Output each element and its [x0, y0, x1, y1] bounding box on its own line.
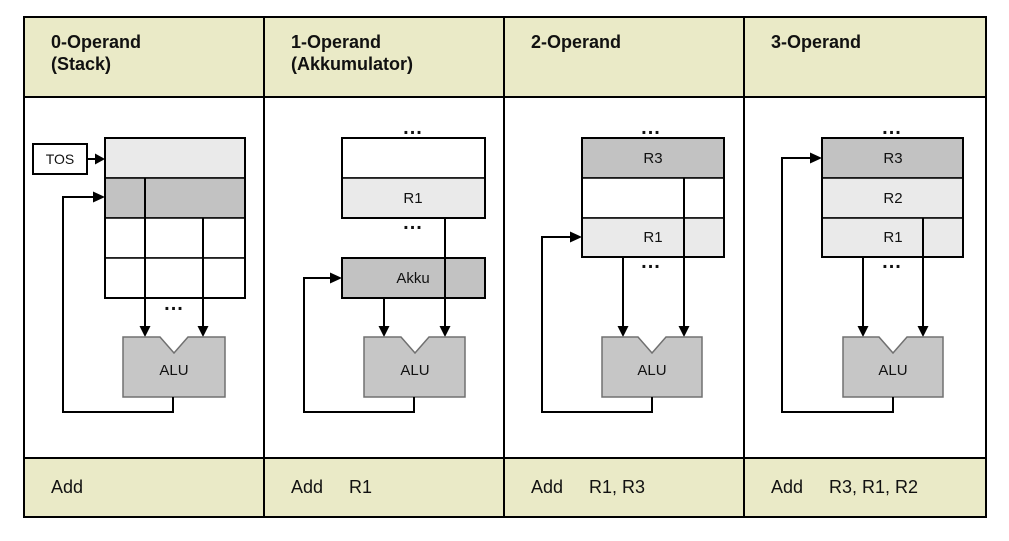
arrowhead-icon [139, 326, 151, 337]
stack-cell-2 [104, 177, 246, 219]
arrowhead-icon [197, 326, 209, 337]
header-line1: 1-Operand [291, 32, 382, 52]
register-cell-r1 [821, 217, 964, 258]
instruction-mnemonic: Add [771, 477, 804, 497]
register-file-outline [821, 137, 964, 258]
register-label-r3: R3 [883, 150, 902, 167]
alu-label: ALU [637, 362, 666, 379]
stack-cell-3 [104, 217, 246, 259]
tos-box [32, 143, 88, 175]
instruction-mnemonic: Add [291, 477, 324, 497]
instruction-cell-0-operand: Add [25, 457, 265, 516]
column-header-0-operand: 0-Operand (Stack) [25, 18, 265, 98]
instruction-cell-2-operand: Add R1, R3 [505, 457, 745, 516]
instruction-mnemonic: Add [51, 477, 84, 497]
feedback-arrowhead-icon [330, 272, 342, 284]
three-operand-architecture-diagram: ... R3 R2 R1 ... ALU [781, 117, 964, 413]
register-cell [341, 137, 486, 179]
result-feedback-path [62, 196, 174, 413]
alu-label: ALU [878, 362, 907, 379]
header-line2: (Stack) [51, 54, 112, 74]
diagram-cell-3-operand: ... R3 R2 R1 ... ALU [745, 98, 985, 457]
arrowhead-icon [439, 326, 451, 337]
alu-box [363, 336, 466, 398]
diagram-cell-0-operand: TOS ... ALU [25, 98, 265, 457]
result-feedback-path [541, 236, 653, 413]
column-header-3-operand: 3-Operand [745, 18, 985, 98]
feedback-arrowhead-icon [570, 231, 582, 243]
register-label-r1: R1 [883, 229, 902, 246]
akku-label: Akku [396, 270, 429, 287]
result-feedback-path [781, 157, 894, 413]
column-header-1-operand: 1-Operand (Akkumulator) [265, 18, 505, 98]
result-feedback-path [303, 277, 415, 413]
instruction-cell-3-operand: Add R3, R1, R2 [745, 457, 985, 516]
register-label-r2: R2 [883, 190, 902, 207]
ellipsis: ... [882, 117, 902, 139]
tos-arrowhead-icon [95, 153, 105, 165]
register-cell [581, 177, 725, 219]
arrowhead-icon [917, 326, 929, 337]
operand-architecture-table: 0-Operand (Stack) 1-Operand (Akkumulator… [23, 16, 987, 518]
ellipsis: ... [164, 293, 184, 315]
ellipsis: ... [641, 117, 661, 139]
instruction-cell-1-operand: Add R1 [265, 457, 505, 516]
register-label-r3: R3 [643, 150, 662, 167]
feedback-arrowhead-icon [93, 191, 105, 203]
tos-label: TOS [46, 151, 75, 167]
feedback-arrowhead-icon [810, 152, 822, 164]
header-line1: 3-Operand [771, 32, 862, 52]
instruction-operands: R3, R1, R2 [829, 477, 919, 497]
instruction-operands: R1 [349, 477, 373, 497]
register-file-outline [341, 137, 486, 219]
stack-cell-4 [104, 257, 246, 299]
ellipsis: ... [641, 251, 661, 273]
register-cell-r3 [581, 137, 725, 179]
stack-outline [104, 137, 246, 299]
alu-box [601, 336, 703, 398]
instruction-operands: R1, R3 [589, 477, 646, 497]
diagram-cell-1-operand: ... R1 ... Akku ALU [265, 98, 505, 457]
register-label-r1: R1 [643, 229, 662, 246]
header-line1: 2-Operand [531, 32, 622, 52]
instruction-mnemonic: Add [531, 477, 564, 497]
header-line1: 0-Operand [51, 32, 142, 52]
column-header-2-operand: 2-Operand [505, 18, 745, 98]
diagram-cell-2-operand: ... R3 R1 ... ALU [505, 98, 745, 457]
alu-label: ALU [159, 362, 188, 379]
arrowhead-icon [378, 326, 390, 337]
arrowhead-icon [857, 326, 869, 337]
register-label-r1: R1 [403, 190, 422, 207]
arrowhead-icon [617, 326, 629, 337]
two-operand-architecture-diagram: ... R3 R1 ... ALU [541, 117, 725, 413]
register-file-outline [581, 137, 725, 258]
stack-cell-tos [104, 137, 246, 179]
stack-architecture-diagram: TOS ... ALU [32, 137, 246, 413]
accumulator-architecture-diagram: ... R1 ... Akku ALU [303, 117, 486, 413]
ellipsis: ... [403, 117, 423, 139]
akku-box [341, 257, 486, 299]
arrowhead-icon [678, 326, 690, 337]
header-line2: (Akkumulator) [291, 54, 414, 74]
ellipsis: ... [882, 251, 902, 273]
ellipsis: ... [403, 212, 423, 234]
alu-box [122, 336, 226, 398]
alu-box [842, 336, 944, 398]
alu-label: ALU [400, 362, 429, 379]
